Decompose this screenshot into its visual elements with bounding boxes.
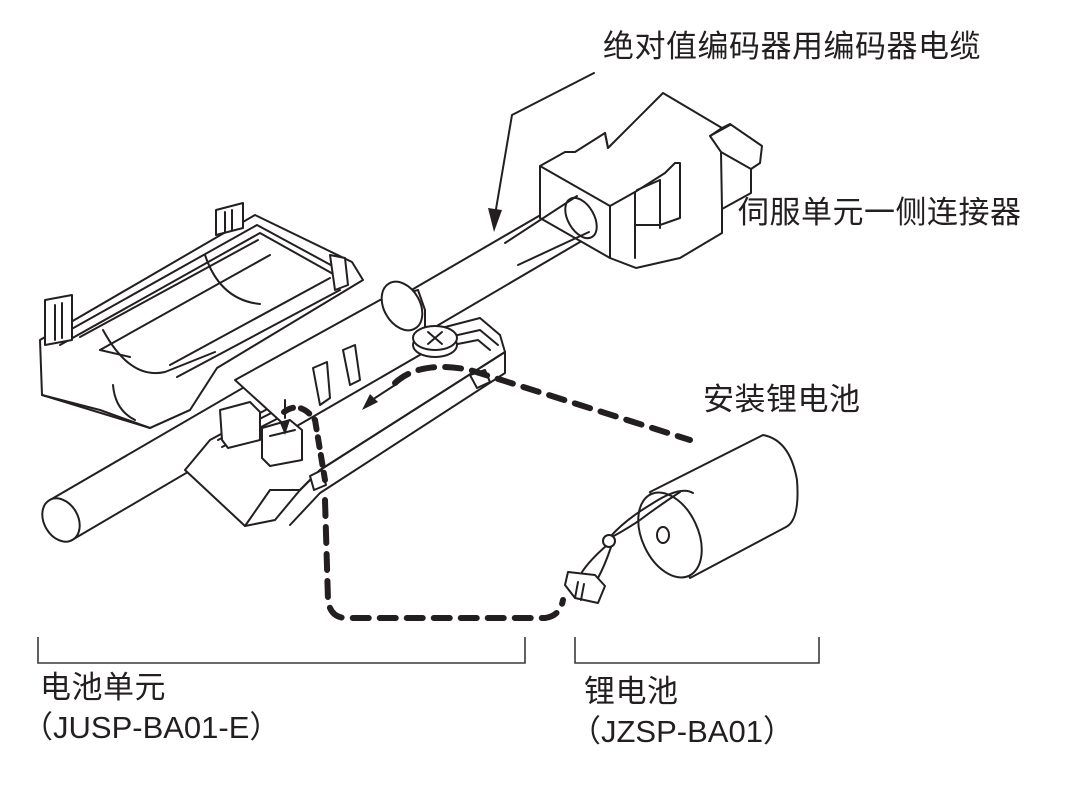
install-battery-label: 安装锂电池 [703, 382, 861, 418]
battery-unit-name: 电池单元 [40, 670, 166, 706]
encoder-cable-label: 绝对值编码器用编码器电缆 [603, 29, 981, 65]
lithium-battery-bracket [574, 637, 820, 664]
cable-leader-arrow [488, 72, 595, 232]
battery-unit-model: （JUSP-BA01-E） [22, 710, 281, 745]
servo-connector [504, 92, 763, 269]
battery-unit-bracket [37, 637, 526, 664]
servo-connector-label: 伺服单元一侧连接器 [738, 195, 1022, 231]
insertion-path [281, 363, 693, 621]
lithium-battery-name: 锂电池 [584, 674, 679, 710]
battery-unit-lid [39, 202, 364, 429]
lithium-battery-model: （JZSP-BA01） [570, 714, 794, 749]
lithium-battery [564, 434, 799, 604]
